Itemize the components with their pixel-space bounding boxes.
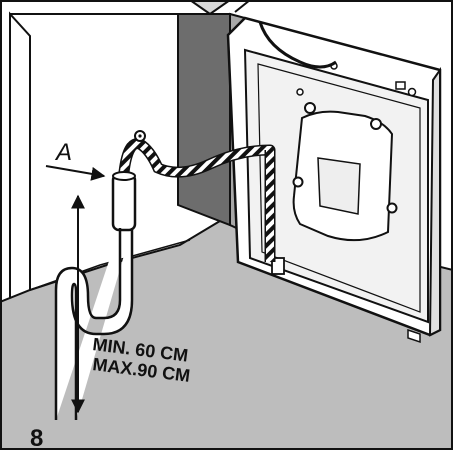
pillar-dark-face [177,13,231,227]
hose-guide [111,172,137,232]
screw-right [386,202,398,214]
screw-top-left [304,102,316,114]
machine-side-edge [428,66,441,337]
right-arrow-icon [45,165,106,181]
figure-number: 8 [30,425,43,450]
screw-corner [407,87,417,97]
wall-corner [9,11,31,302]
screw-left [292,176,304,188]
floor-wall-joint [29,239,191,291]
callout-label: A [54,139,72,166]
service-cover-inset [317,157,361,215]
screw-top-right [370,118,382,130]
machine-panel-inner [257,63,421,313]
hose-clip-top [395,81,406,90]
drain-hose [120,139,274,177]
machine-foot-right [407,328,421,344]
power-cable [258,21,337,69]
hose-guide-top [112,171,136,181]
wall-hook-screw [138,134,142,138]
screw-small [296,88,304,96]
